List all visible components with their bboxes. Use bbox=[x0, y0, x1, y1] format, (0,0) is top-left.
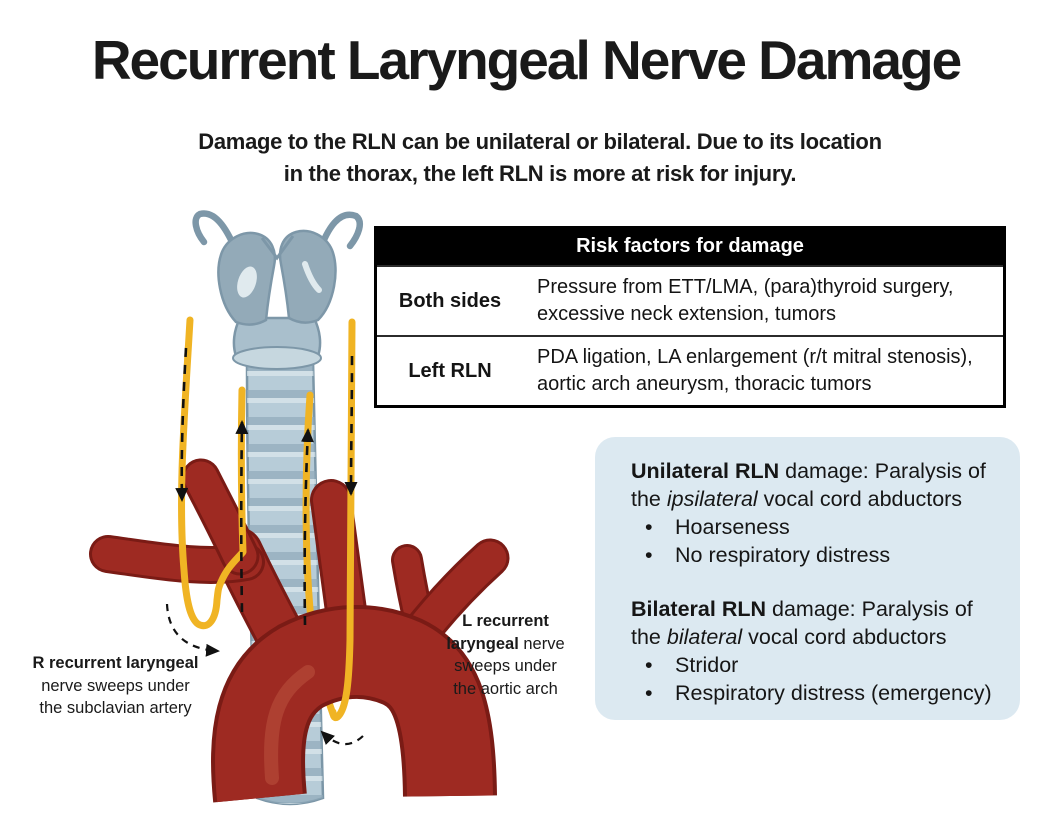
vagus-rln-nerve-paths bbox=[178, 316, 356, 722]
unilateral-bullet-1: • Hoarseness bbox=[631, 513, 996, 541]
aortic-arch-sweep-arrow bbox=[320, 730, 364, 746]
left-rln-label: L recurrent laryngeal nerve sweeps under… bbox=[446, 612, 565, 698]
cartilage-highlight bbox=[302, 261, 322, 293]
right-vagus-rln-path bbox=[178, 316, 247, 630]
bilateral-bullet-2: • Respiratory distress (emergency) bbox=[631, 679, 996, 707]
row-detail: Pressure from ETT/LMA, (para)thyroid sur… bbox=[537, 276, 954, 325]
right-vagus-down-arrow bbox=[175, 347, 189, 502]
bullet-icon: • bbox=[645, 681, 653, 705]
subtitle-line-2: in the thorax, the left RLN is more at r… bbox=[283, 161, 797, 186]
paragraph-spacer bbox=[631, 569, 996, 595]
row-detail: PDA ligation, LA enlargement (r/t mitral… bbox=[537, 346, 973, 395]
bilateral-line-1: Bilateral RLN damage: Paralysis of bbox=[631, 597, 973, 621]
table-header: Risk factors for damage bbox=[377, 229, 1003, 265]
right-superior-horn bbox=[314, 211, 363, 259]
unilateral-bullet-2: • No respiratory distress bbox=[631, 541, 996, 569]
page-title: Recurrent Laryngeal Nerve Damage bbox=[91, 29, 962, 91]
thyroid-notch bbox=[260, 235, 295, 261]
row-label: Left RLN bbox=[408, 359, 492, 382]
risk-factors-table: Risk factors for damage Both sides Press… bbox=[374, 226, 1006, 408]
cartilage-highlight bbox=[237, 266, 257, 298]
nerve-direction-arrows bbox=[165, 347, 364, 746]
left-vagus-descending-path bbox=[329, 318, 356, 722]
right-rln-up-arrow bbox=[235, 420, 249, 613]
bilateral-line-2: the bilateral vocal cord abductors bbox=[631, 625, 947, 649]
bilateral-bullet-1: • Stridor bbox=[631, 651, 996, 679]
bullet-icon: • bbox=[645, 653, 653, 677]
unilateral-line-2: the ipsilateral vocal cord abductors bbox=[631, 487, 963, 511]
rln-anatomy-illustration bbox=[89, 210, 510, 806]
bullet-icon: • bbox=[645, 515, 653, 539]
subtitle-line-1: Damage to the RLN can be unilateral or b… bbox=[198, 129, 882, 154]
rln-damage-info-box: Unilateral RLN damage: Paralysis of the … bbox=[595, 437, 1020, 720]
left-rln-up-arrow bbox=[300, 428, 314, 626]
table-row-both-sides: Both sides Pressure from ETT/LMA, (para)… bbox=[377, 265, 1003, 335]
aorta-highlight bbox=[264, 665, 315, 785]
larynx-cartilage bbox=[192, 210, 363, 370]
right-rln-label: R recurrent laryngeal nerve sweeps under… bbox=[32, 654, 199, 717]
left-superior-horn bbox=[192, 210, 244, 264]
cricoid-collar bbox=[232, 346, 322, 370]
table-row-left-rln: Left RLN PDA ligation, LA enlargement (r… bbox=[377, 335, 1003, 405]
subtitle: Damage to the RLN can be unilateral or b… bbox=[40, 126, 1040, 190]
unilateral-line-1: Unilateral RLN damage: Paralysis of bbox=[631, 459, 986, 483]
left-vagus-down-arrow bbox=[344, 355, 358, 496]
bullet-icon: • bbox=[645, 543, 653, 567]
subclavian-sweep-arrow bbox=[165, 603, 220, 657]
row-label: Both sides bbox=[398, 289, 502, 312]
